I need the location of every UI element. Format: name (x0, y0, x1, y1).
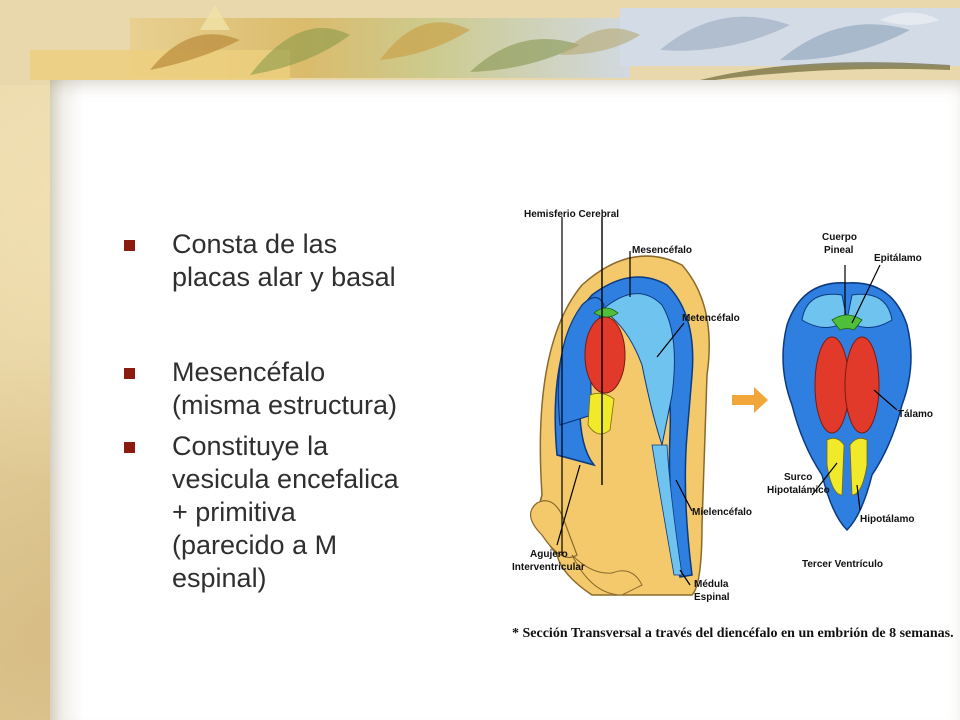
bullet-item: Consta de las placas alar y basal (124, 228, 494, 294)
label-cuerpo-2: Pineal (824, 245, 854, 256)
label-epitalamo: Epitálamo (874, 253, 922, 264)
bullet-item: Constituye la vesicula encefalica + prim… (124, 430, 494, 595)
leaf-banner (0, 0, 960, 85)
label-mielencefalo: Mielencéfalo (692, 507, 752, 518)
label-cuerpo-1: Cuerpo (822, 232, 857, 243)
label-medula-2: Espinal (694, 592, 730, 603)
figure-caption: * Sección Transversal a través del dienc… (512, 626, 954, 641)
label-hemisferio-cerebral: Hemisferio Cerebral (524, 209, 619, 220)
bullet-text: Constituye la vesicula encefalica + prim… (172, 431, 399, 593)
bullet-square-icon (124, 442, 135, 453)
label-talamo: Tálamo (898, 409, 933, 420)
bullet-square-icon (124, 240, 135, 251)
embryo-brain-diagram: Hemisferio Cerebral Mesencéfalo Metencéf… (502, 195, 954, 655)
bullet-list: Consta de las placas alar y basal Mesenc… (124, 228, 494, 595)
label-surco-2: Hipotalámico (767, 485, 830, 496)
label-metencefalo: Metencéfalo (682, 313, 740, 324)
label-medula-1: Médula (694, 579, 729, 590)
bullet-text: Consta de las placas alar y basal (172, 229, 396, 292)
label-surco-1: Surco (784, 472, 812, 483)
label-tercer-ventriculo: Tercer Ventrículo (802, 559, 883, 570)
bullet-text: Mesencéfalo (misma estructura) (172, 357, 398, 420)
bullet-square-icon (124, 368, 135, 379)
bullet-item: Mesencéfalo (misma estructura) (124, 356, 494, 422)
label-agujero-2: Interventricular (512, 562, 585, 573)
sagittal-section: Hemisferio Cerebral Mesencéfalo Metencéf… (512, 209, 752, 603)
label-hipotalamo: Hipotálamo (860, 514, 914, 525)
label-agujero-1: Agujero (530, 549, 568, 560)
label-mesencefalo: Mesencéfalo (632, 245, 692, 256)
transverse-section: Cuerpo Pineal Epitálamo Tálamo Surco Hip… (767, 232, 933, 570)
transition-arrow-icon (732, 387, 768, 413)
